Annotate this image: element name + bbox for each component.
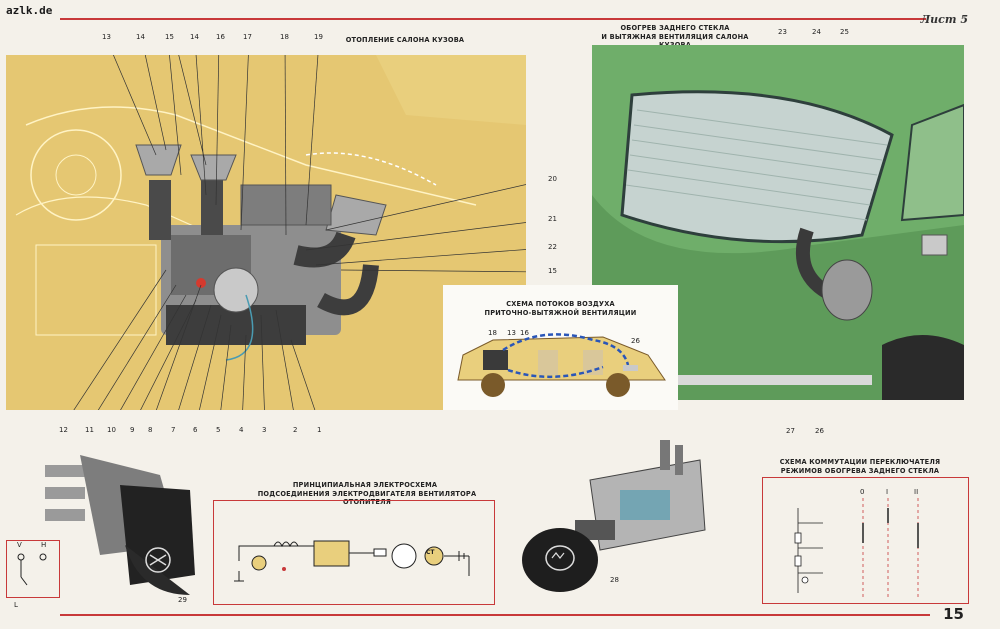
- callout-5: 5: [216, 426, 221, 434]
- page-number: 15: [943, 605, 964, 623]
- switch-pos-0: 0: [860, 488, 865, 496]
- switch-scheme-title-2: РЕЖИМОВ ОБОГРЕВА ЗАДНЕГО СТЕКЛА: [780, 467, 940, 475]
- switch-scheme-title-1: СХЕМА КОММУТАЦИИ ПЕРЕКЛЮЧАТЕЛЯ: [779, 458, 941, 466]
- airflow-title-2: ПРИТОЧНО-ВЫТЯЖНОЙ ВЕНТИЛЯЦИИ: [484, 309, 637, 317]
- electric-ct-label: СТ: [426, 549, 435, 556]
- callout-22: 22: [548, 243, 557, 251]
- switch-pos-1: I: [886, 488, 889, 496]
- rear-window-title-1: ОБОГРЕВ ЗАДНЕГО СТЕКЛА: [620, 24, 730, 32]
- callout-21: 21: [548, 215, 557, 223]
- switch-drawing: [522, 440, 706, 592]
- callout-15b: 15: [548, 267, 557, 275]
- callout-16: 16: [216, 33, 225, 41]
- control-symbols-box: V H: [6, 540, 60, 598]
- callout-12: 12: [59, 426, 68, 434]
- rear-car-drawing: [592, 45, 964, 400]
- cabin-heating-illustration: [6, 55, 526, 410]
- callout-8: 8: [148, 426, 153, 434]
- callout-airflow-18: 18: [488, 329, 497, 337]
- switch-illustration: [520, 440, 710, 605]
- electric-schematic: СТ: [213, 500, 495, 605]
- callout-20: 20: [548, 175, 557, 183]
- watermark-text: azlk.de: [6, 4, 53, 17]
- callout-18: 18: [280, 33, 289, 41]
- callout-1: 1: [317, 426, 322, 434]
- callout-29: 29: [178, 596, 187, 604]
- callout-27: 27: [786, 427, 795, 435]
- callout-11: 11: [85, 426, 94, 434]
- callout-14b: 14: [190, 33, 199, 41]
- symbol-l: L: [14, 601, 18, 609]
- switch-scheme-drawing: [794, 498, 919, 598]
- airflow-title-1: СХЕМА ПОТОКОВ ВОЗДУХА: [506, 300, 615, 308]
- control-symbols-drawing: [17, 553, 47, 586]
- callout-7: 7: [171, 426, 176, 434]
- control-knob-illustration: [40, 455, 200, 605]
- callout-25: 25: [840, 28, 849, 36]
- callout-15: 15: [165, 33, 174, 41]
- cabin-heating-title: ОТОПЛЕНИЕ САЛОНА КУЗОВА: [345, 36, 465, 44]
- callout-28: 28: [610, 576, 619, 584]
- switch-pos-2: II: [914, 488, 919, 496]
- callout-2: 2: [293, 426, 298, 434]
- sheet-label: Лист 5: [920, 13, 968, 26]
- callout-23: 23: [778, 28, 787, 36]
- callout-airflow-13: 13: [507, 329, 516, 337]
- callout-14: 14: [136, 33, 145, 41]
- callout-26: 26: [815, 427, 824, 435]
- callout-3: 3: [262, 426, 267, 434]
- callout-17: 17: [243, 33, 252, 41]
- cabin-heating-drawing: [6, 55, 526, 410]
- rear-window-illustration: [592, 45, 964, 400]
- callout-6: 6: [193, 426, 198, 434]
- electric-title-2: ПОДСОЕДИНЕНИЯ ЭЛЕКТРОДВИГАТЕЛЯ ВЕНТИЛЯТО…: [257, 490, 477, 507]
- symbol-v: V: [17, 541, 22, 549]
- bottom-rule: [60, 614, 930, 616]
- symbol-h: H: [41, 541, 47, 549]
- callout-19: 19: [314, 33, 323, 41]
- airflow-car-drawing: [457, 333, 666, 397]
- control-knob-drawing: [45, 455, 195, 595]
- callout-24: 24: [812, 28, 821, 36]
- callout-airflow-16: 16: [520, 329, 529, 337]
- callout-9: 9: [130, 426, 135, 434]
- callout-13: 13: [102, 33, 111, 41]
- top-rule: [60, 18, 926, 20]
- switch-scheme-box: 0 I II: [762, 477, 969, 604]
- electric-title-1: ПРИНЦИПИАЛЬНАЯ ЭЛЕКТРОСХЕМА: [292, 481, 438, 489]
- airflow-panel: СХЕМА ПОТОКОВ ВОЗДУХА ПРИТОЧНО-ВЫТЯЖНОЙ …: [443, 285, 678, 410]
- callout-4: 4: [239, 426, 244, 434]
- callout-10: 10: [107, 426, 116, 434]
- electric-schematic-drawing: [234, 540, 470, 582]
- callout-airflow-26: 26: [631, 337, 640, 345]
